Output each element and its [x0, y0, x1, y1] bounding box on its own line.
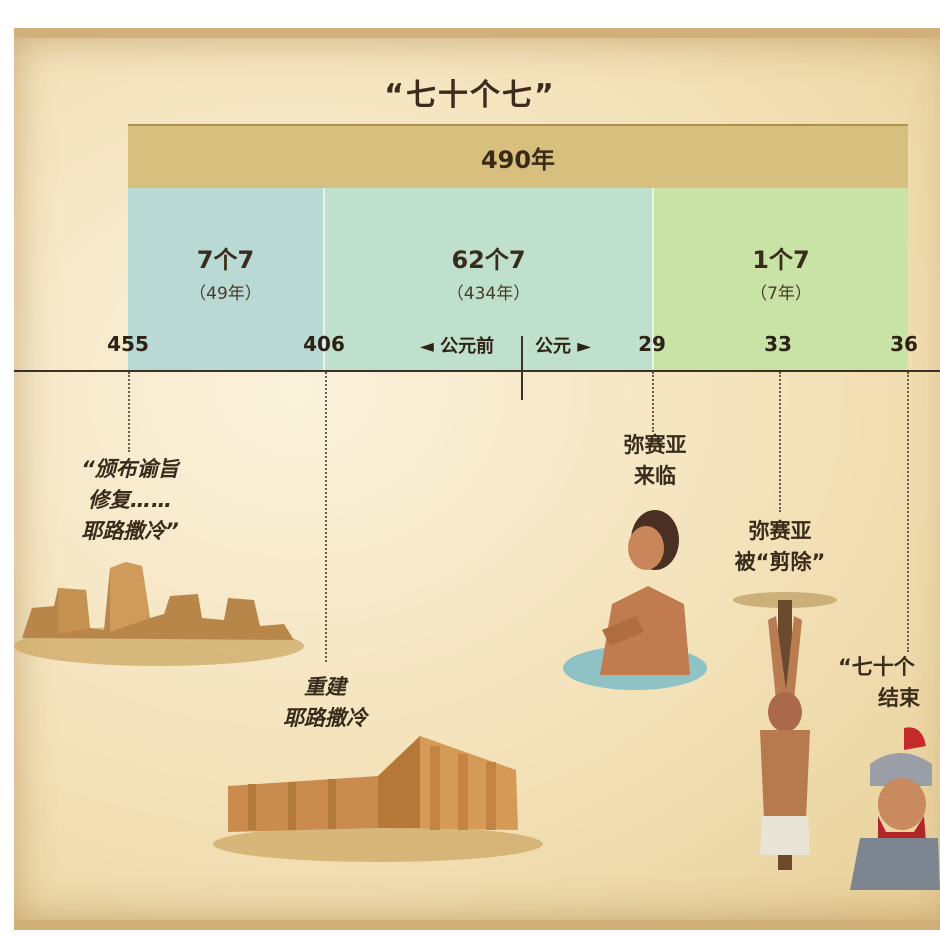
tick-406: 406: [303, 332, 345, 356]
tick-455: 455: [107, 332, 149, 356]
event-line: 来临: [634, 464, 676, 488]
segment-years: （434年）: [446, 284, 531, 304]
segment-1-week: 1个7 （7年）: [654, 188, 908, 372]
event-line: “七十个: [838, 655, 915, 679]
event-line: 修复……: [88, 488, 172, 512]
event-messiah-cut-off: 弥赛亚 被“剪除”: [705, 516, 855, 578]
baptism-illustration: [563, 510, 707, 690]
tick-33: 33: [764, 332, 792, 356]
diagram-title: “七十个七”: [384, 78, 556, 113]
tick-29: 29: [638, 332, 666, 356]
total-years-band: 490年: [128, 124, 908, 188]
connector-406: [325, 372, 327, 662]
timeline-axis: [14, 370, 940, 372]
event-messiah-appears: 弥赛亚 来临: [595, 430, 715, 492]
total-years-label: 490年: [480, 145, 556, 174]
segment-7-weeks: 7个7 （49年）: [128, 188, 325, 372]
connector-455: [128, 372, 130, 452]
connector-29: [652, 372, 654, 432]
stake-illustration: [733, 592, 837, 870]
event-line: 结束: [878, 686, 920, 710]
event-line: “颁布谕旨: [81, 457, 179, 481]
bce-ce-divider: [521, 336, 523, 400]
event-line: 耶路撒冷”: [81, 519, 179, 543]
segment-label: 1个7: [752, 246, 810, 274]
event-line: 被“剪除”: [734, 550, 826, 574]
segment-years: （7年）: [750, 284, 812, 304]
segment-years: （49年）: [189, 284, 262, 304]
tick-36: 36: [890, 332, 918, 356]
ruined-city-illustration: [14, 562, 304, 666]
segment-label: 62个7: [451, 246, 526, 274]
connector-36: [907, 372, 909, 652]
soldier-illustration: [850, 727, 940, 890]
event-line: 弥赛亚: [748, 519, 812, 543]
connector-33: [779, 372, 781, 512]
segment-label: 7个7: [196, 246, 255, 274]
ce-label: 公元 ►: [535, 336, 592, 357]
event-rebuild: 重建 耶路撒冷: [250, 672, 400, 734]
segment-62-weeks: 62个7 （434年）: [325, 188, 654, 372]
event-seventy-end: “七十个 结束: [838, 652, 940, 714]
event-line: 耶路撒冷: [283, 706, 367, 730]
event-decree: “颁布谕旨 修复…… 耶路撒冷”: [40, 454, 220, 547]
event-line: 重建: [304, 675, 346, 699]
event-line: 弥赛亚: [623, 433, 687, 457]
walled-city-illustration: [213, 736, 543, 862]
bce-label: ◄ 公元前: [420, 336, 495, 357]
